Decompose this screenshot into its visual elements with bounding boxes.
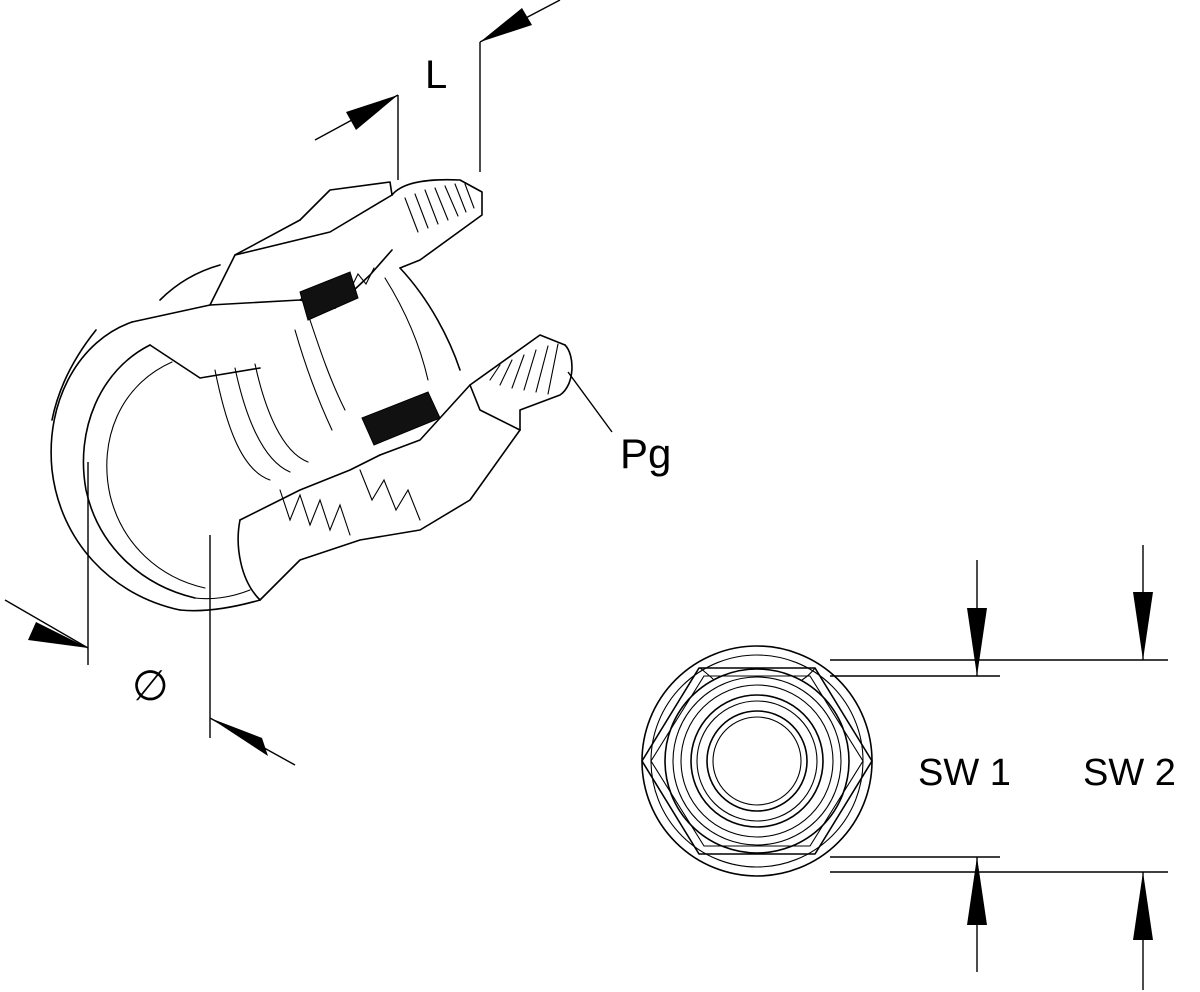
fitting-cutaway-view [50,178,573,612]
nut-front-view [641,645,873,877]
diameter-label: ∅ [132,662,169,709]
sw1-arrow-top [967,608,987,676]
thread-leader-line [567,371,613,433]
length-label: L [425,53,447,97]
sw1-label: SW 1 [918,752,1011,794]
length-arrow-right [480,8,532,42]
sw2-arrow-top [1133,592,1153,660]
sw2-label: SW 2 [1083,752,1176,794]
diameter-arrow-left [28,622,88,648]
diameter-arrow-right [210,718,268,756]
sw2-arrow-bottom [1133,872,1153,940]
wrench-size-dimensions [830,545,1168,990]
sw1-arrow-bottom [967,857,987,925]
diameter-dimension [4,462,296,766]
thread-label: Pg [620,430,671,477]
length-arrow-left [346,95,398,130]
length-dimension [314,0,561,180]
